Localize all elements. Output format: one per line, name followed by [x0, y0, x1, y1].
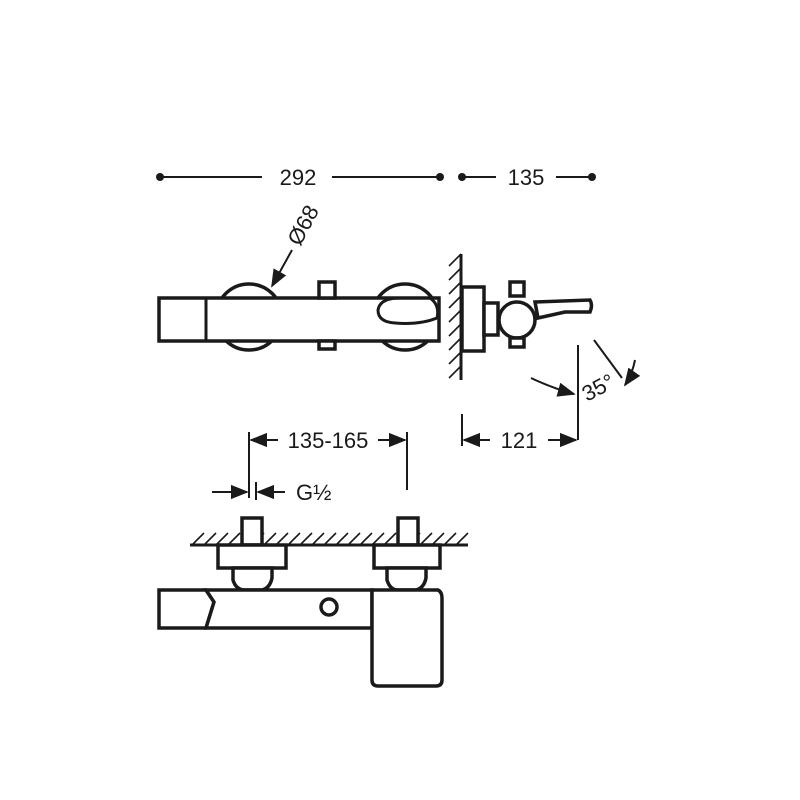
dimension-121-label: 121 [501, 428, 538, 453]
spout-block [370, 588, 444, 688]
left-flange [216, 543, 288, 570]
front-view: Ø68 [157, 201, 441, 352]
dimension-overall-width: 292 [156, 165, 444, 190]
diverter-button [319, 597, 339, 617]
right-flange [372, 543, 442, 570]
angle-label: 35° [578, 369, 619, 407]
thread-label: G½ [296, 480, 331, 505]
dimension-292-label: 292 [280, 165, 317, 190]
side-top-knob [508, 280, 526, 298]
diameter-label: Ø68 [282, 201, 324, 249]
top-body [202, 588, 374, 630]
dimension-centers-label: 135-165 [288, 428, 369, 453]
spout [532, 298, 594, 321]
right-eccentric [385, 566, 428, 592]
top-view: 135-165 G½ [157, 428, 469, 688]
wall-hatching [448, 253, 462, 379]
dimension-135-label: 135 [508, 165, 545, 190]
left-inlet-pipe [240, 516, 264, 547]
side-view: 35° 121 [448, 253, 641, 453]
diverter-knob [317, 280, 337, 300]
top-wall-hatching [191, 532, 469, 546]
top-left-end [157, 588, 216, 630]
side-body-circle [497, 300, 537, 340]
dimension-projection: 135 [458, 165, 596, 190]
wall-flange [460, 285, 486, 353]
side-bottom-outlet [508, 336, 526, 349]
mixer-body [157, 296, 441, 343]
bottom-outlet [317, 339, 337, 351]
left-eccentric [231, 566, 274, 592]
connector [482, 301, 500, 337]
right-inlet-pipe [396, 516, 420, 547]
